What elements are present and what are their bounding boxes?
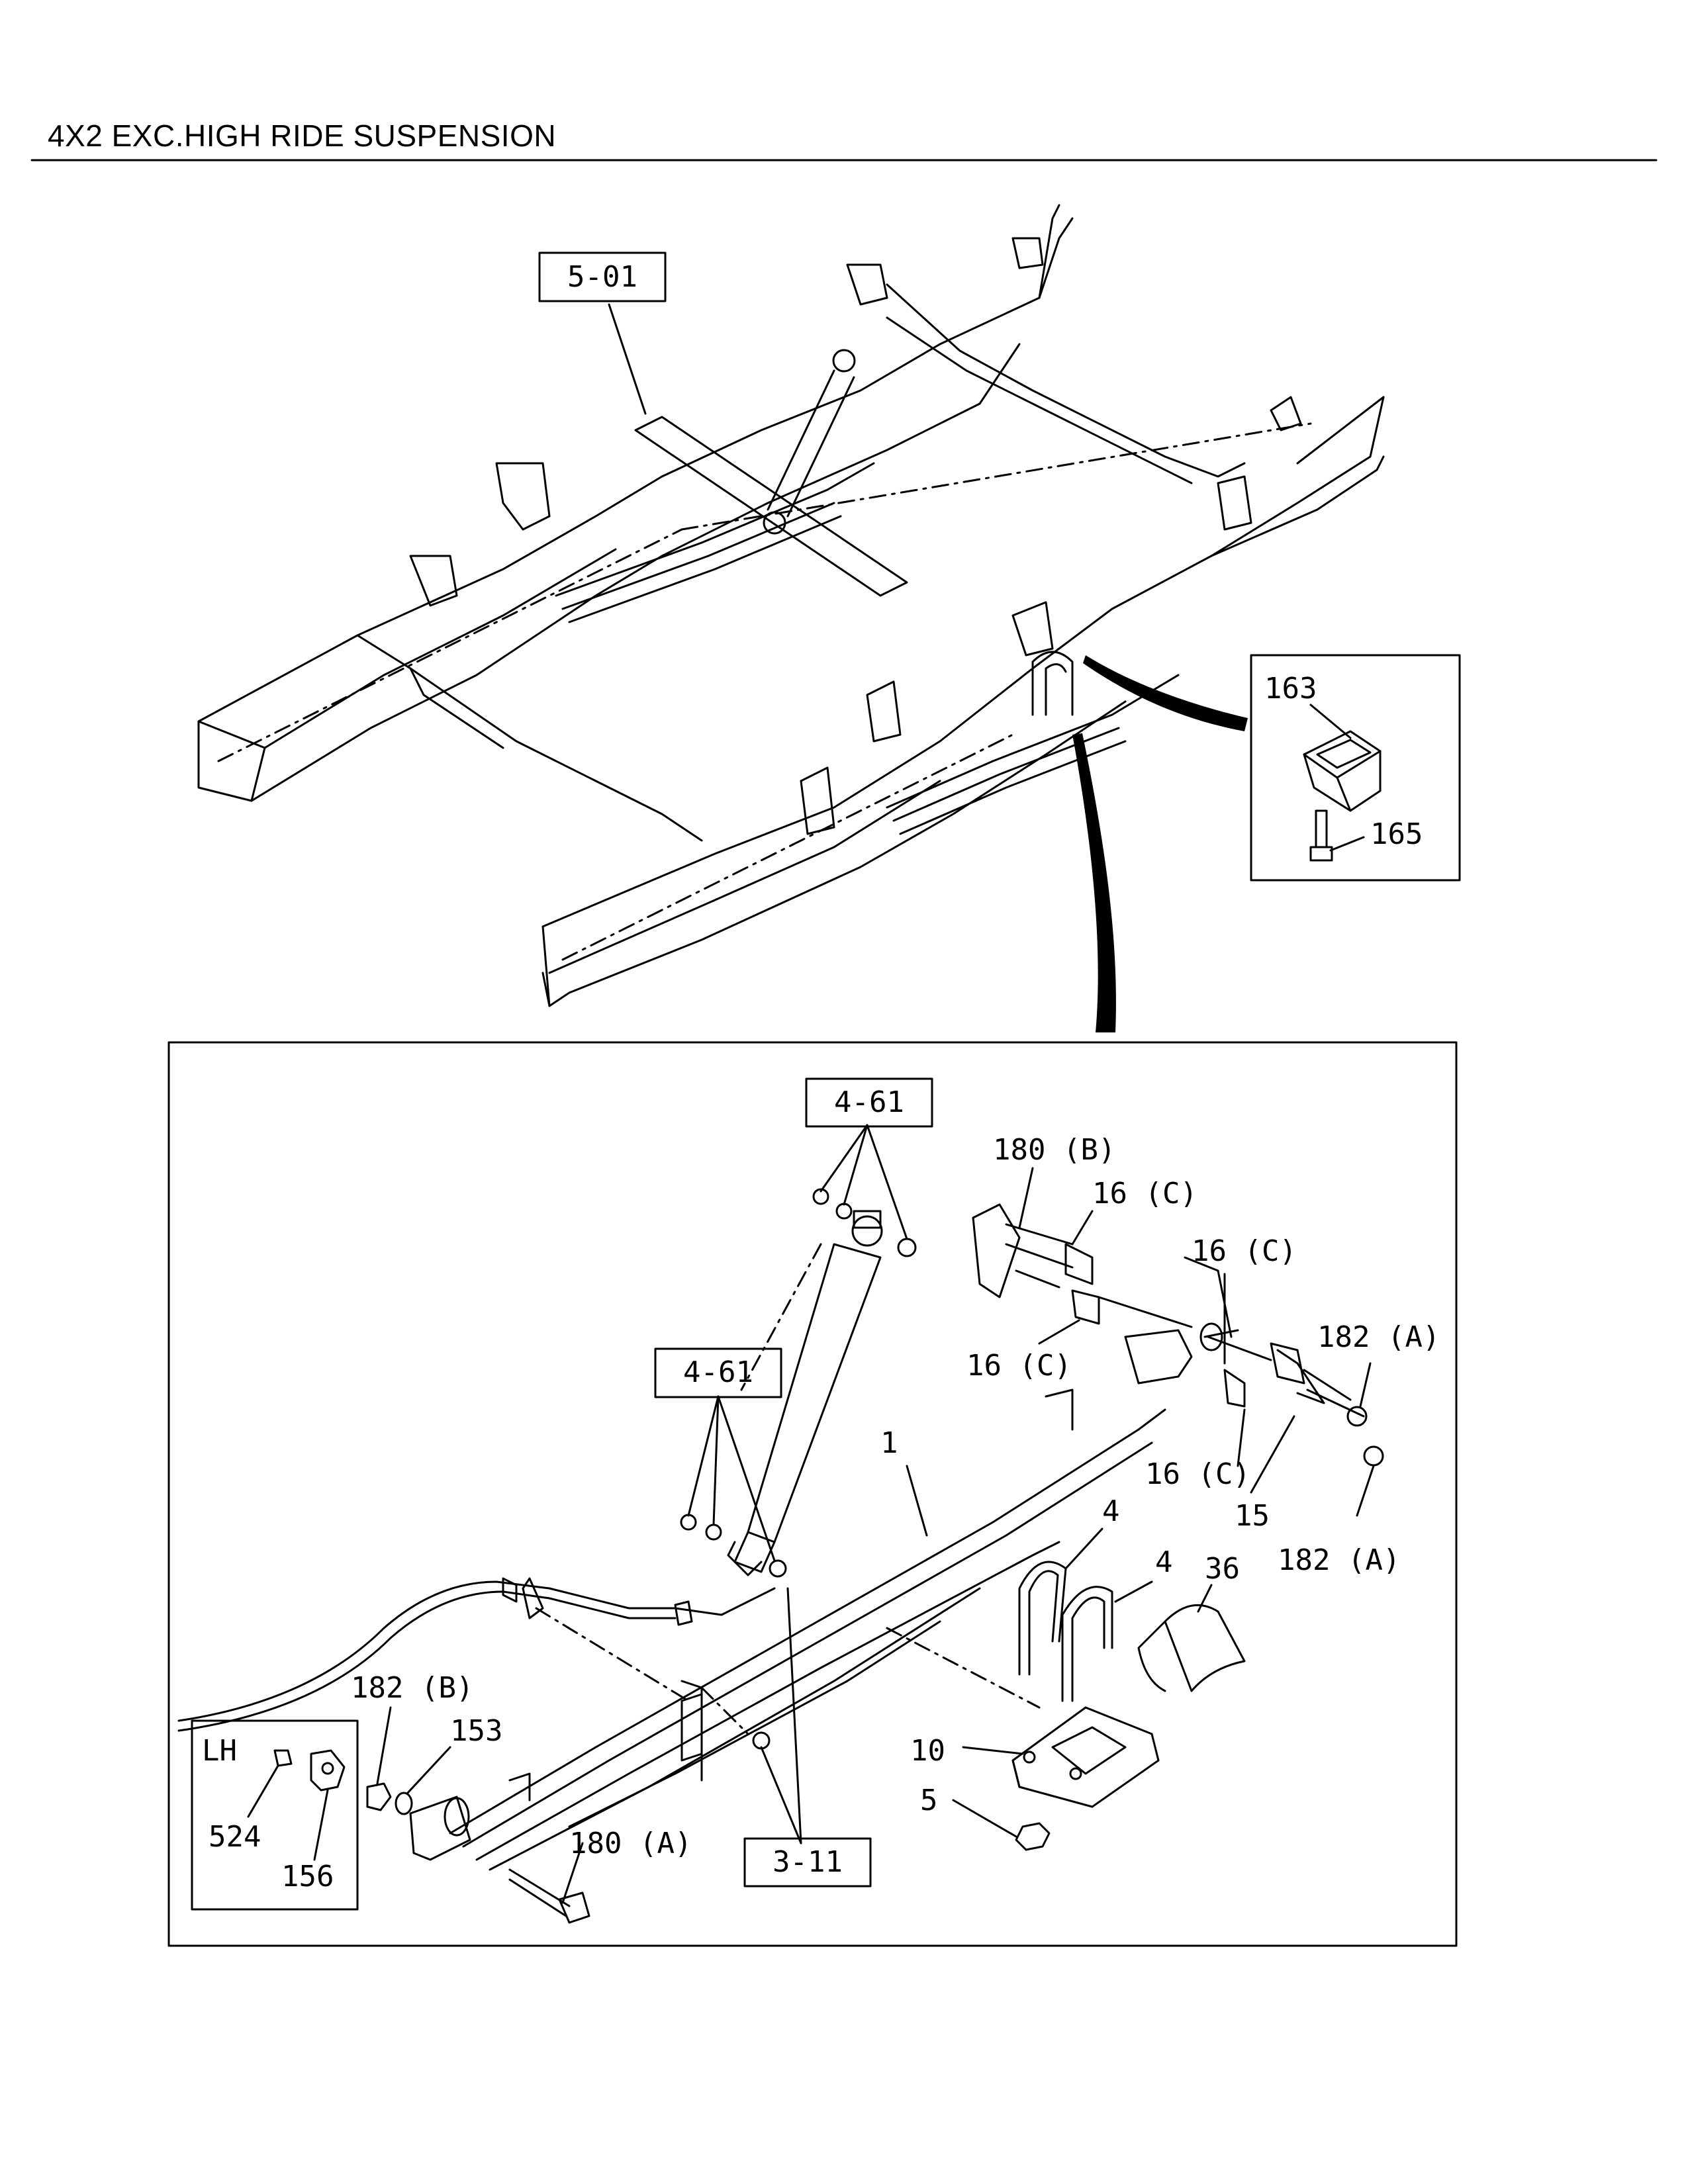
label-180b: 180 (B) (993, 1133, 1115, 1167)
leader-4-61-lower-a (687, 1395, 720, 1517)
chassis-frame (197, 204, 1385, 1007)
label-16c-1: 16 (C) (1092, 1177, 1197, 1210)
brake-pipe (177, 1577, 1041, 1732)
ref-box-shock-upper (805, 1077, 933, 1128)
label-524: 524 (209, 1820, 261, 1854)
leader-4-a (1064, 1527, 1103, 1570)
leader-3-11-a (760, 1746, 802, 1844)
leader-4-61-upper-c (866, 1124, 908, 1240)
label-15: 15 (1235, 1499, 1270, 1533)
label-4-b: 4 (1155, 1545, 1173, 1579)
leader-4-61-upper-b (843, 1124, 868, 1206)
nut-182b-washer-153 (366, 1782, 413, 1815)
label-1: 1 (880, 1426, 898, 1460)
label-163: 163 (1264, 672, 1317, 705)
ref-box-hanger (743, 1837, 872, 1888)
shock-absorber (727, 1210, 883, 1576)
leader-524 (247, 1764, 279, 1818)
label-182a-1: 182 (A) (1317, 1320, 1440, 1354)
label-156: 156 (281, 1860, 334, 1893)
leader-3-11-b (786, 1587, 802, 1844)
label-16c-2: 16 (C) (1192, 1234, 1297, 1268)
shackle-assembly (972, 1203, 1365, 1418)
nut-5-drawing (1015, 1822, 1051, 1851)
detail-frame (167, 1041, 1458, 1947)
lh-inset-frame (191, 1719, 359, 1911)
leader-1 (906, 1465, 928, 1537)
leader-163 (1309, 704, 1352, 739)
lh-bracket-drawing (273, 1749, 346, 1792)
spacer-36-drawing (1137, 1604, 1246, 1692)
ref-box-shock-lower (654, 1347, 782, 1398)
leader-15 (1250, 1415, 1295, 1494)
leader-16c-4 (1237, 1408, 1246, 1467)
leader-5 (952, 1799, 1017, 1838)
label-5: 5 (920, 1784, 938, 1817)
label-36: 36 (1205, 1552, 1240, 1586)
detail-callout-curve (1072, 733, 1116, 1032)
leader-153 (406, 1746, 451, 1795)
frame-shock-absorber (763, 349, 856, 535)
bolt-165-drawing (1309, 809, 1333, 862)
page-title: 4X2 EXC.HIGH RIDE SUSPENSION (48, 118, 557, 153)
label-16c-4: 16 (C) (1145, 1457, 1250, 1491)
ref-shock-lower-text: 4-61 (683, 1355, 753, 1389)
label-182b: 182 (B) (351, 1671, 473, 1705)
leader-4-61-lower-c (717, 1395, 776, 1562)
shock-lower-nuts (680, 1514, 787, 1578)
bumper-callout-curve (1083, 655, 1248, 731)
label-10: 10 (910, 1734, 945, 1768)
leaf-spring-1 (449, 1329, 1193, 1871)
bump-stopper-drawing (1303, 730, 1382, 812)
front-eye-bushing (409, 1796, 471, 1861)
shackle-nuts (1346, 1406, 1384, 1467)
leader-36 (1197, 1584, 1213, 1613)
leader-182a-1 (1359, 1362, 1372, 1408)
ref-shock-upper-text: 4-61 (834, 1085, 904, 1119)
leader-165 (1329, 836, 1365, 852)
spring-seat-plate (1011, 1706, 1160, 1808)
bump-stopper-inset-frame (1250, 654, 1461, 882)
bolt-180a-drawing (508, 1868, 590, 1924)
label-4-a: 4 (1102, 1494, 1120, 1528)
label-180a: 180 (A) (569, 1827, 692, 1860)
label-lh: LH (202, 1734, 237, 1768)
ref-box-frame (538, 251, 667, 302)
u-bolts (1018, 1561, 1113, 1702)
leader-4-b (1114, 1580, 1153, 1603)
leader-182a-2 (1356, 1465, 1375, 1517)
leader-156 (313, 1789, 329, 1861)
leader-16c-1 (1071, 1210, 1094, 1246)
leader-182b (376, 1706, 392, 1785)
label-16c-3: 16 (C) (966, 1349, 1072, 1383)
ref-hanger-text: 3-11 (773, 1845, 843, 1879)
leader-180b (1018, 1167, 1034, 1229)
ref-frame-text: 5-01 (567, 260, 637, 294)
leader-180a (561, 1842, 584, 1904)
leader-4-61-lower-b (712, 1395, 720, 1526)
leader-16c-3 (1038, 1319, 1080, 1345)
label-182a-2: 182 (A) (1278, 1543, 1400, 1577)
leader-4-61-upper-a (820, 1124, 868, 1193)
leader-10 (962, 1746, 1024, 1755)
label-165: 165 (1370, 817, 1423, 851)
frame-ref-leader (608, 303, 647, 415)
label-153: 153 (450, 1714, 502, 1748)
